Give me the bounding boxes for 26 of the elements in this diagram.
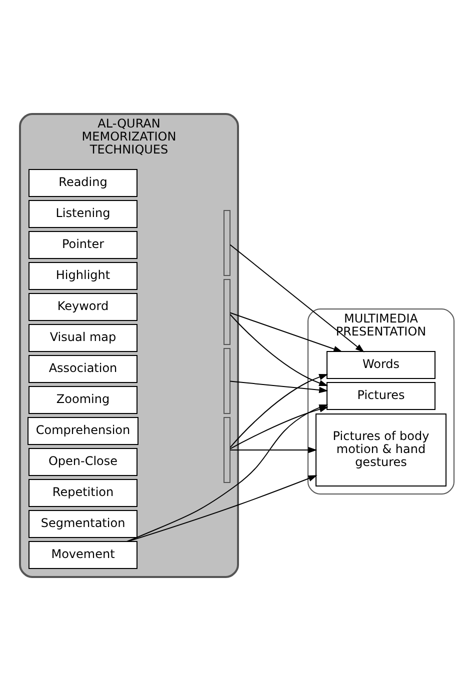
arrow (230, 446, 318, 454)
node-bar (224, 417, 230, 483)
node-box: Segmentation (28, 510, 138, 538)
node-box: Listening (28, 200, 138, 228)
arrow (230, 380, 328, 394)
node-box: Movement (28, 541, 138, 569)
node-box: Association (28, 355, 138, 383)
arrow (230, 312, 343, 352)
node-box: Zooming (28, 386, 138, 414)
node-box: Reading (28, 169, 138, 197)
node-box: Keyword (28, 293, 138, 321)
node-box: Open-Close (28, 448, 138, 476)
arrow (230, 314, 328, 386)
node-box: Pictures of body motion & hand gestures (316, 414, 446, 486)
node-box: Comprehension (28, 417, 138, 445)
arrow (230, 406, 328, 450)
node-box: Highlight (28, 262, 138, 290)
node-bar (224, 348, 230, 414)
node-box: Pointer (28, 231, 138, 259)
node-box: Repetition (28, 479, 138, 507)
node-box: Pictures (326, 382, 436, 410)
node-bar (224, 210, 230, 276)
node-bar (224, 279, 230, 345)
arrow (128, 475, 318, 542)
node-box: Words (326, 351, 436, 379)
node-box: Visual map (28, 324, 138, 352)
